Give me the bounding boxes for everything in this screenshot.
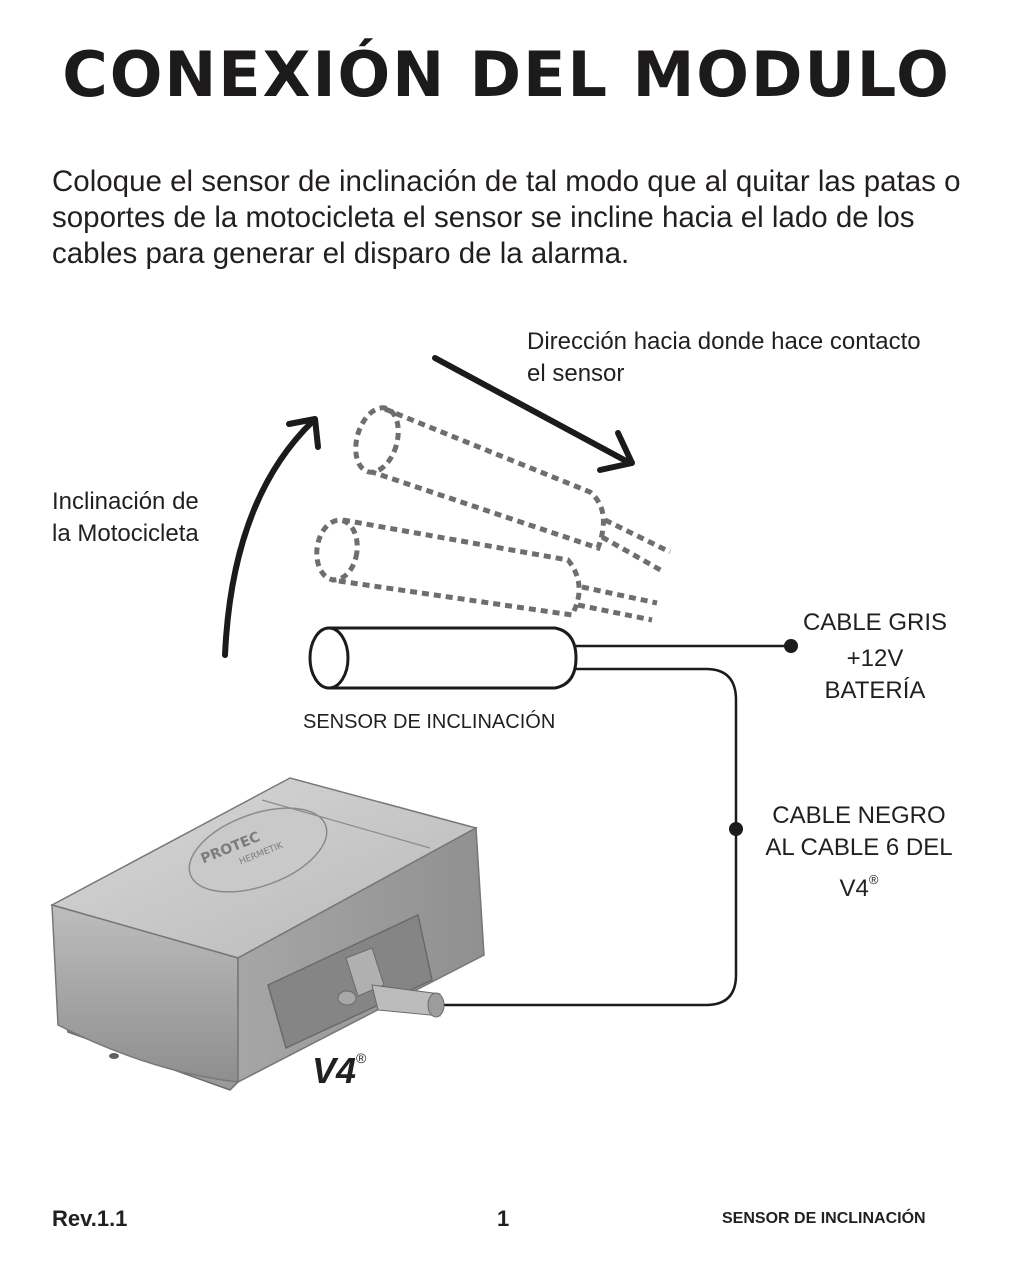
gray-cable-label: CABLE GRIS +12V BATERÍA <box>802 609 948 704</box>
tilt-sensor <box>308 626 578 690</box>
footer-doc-title: SENSOR DE INCLINACIÓN <box>722 1210 926 1227</box>
gray-cable <box>576 639 798 653</box>
sensor-label: SENSOR DE INCLINACIÓN <box>303 711 556 733</box>
page-title: CONEXIÓN DEL MODULO <box>62 38 951 111</box>
tilt-label: Inclinación de la Motocicleta <box>52 488 199 547</box>
v4-module-illustration: PROTEC HERMETIK <box>50 777 485 1091</box>
black-cable-label: CABLE NEGRO AL CABLE 6 DEL V4® <box>765 802 953 902</box>
contact-direction-label: Dirección hacia donde hace contacto el s… <box>527 328 921 387</box>
registered-mark: ® <box>868 872 879 887</box>
footer-page-number: 1 <box>497 1206 510 1231</box>
contact-direction-arrow <box>432 355 635 473</box>
black-cable <box>440 667 743 1007</box>
module-name: V4® <box>312 1050 367 1091</box>
tilted-sensor-upper <box>353 405 672 575</box>
footer-revision: Rev.1.1 <box>52 1206 128 1231</box>
tilt-arrow <box>222 416 321 658</box>
tilted-sensor-lower <box>314 517 658 623</box>
module-registered-mark: ® <box>356 1050 367 1066</box>
intro-paragraph: Coloque el sensor de inclinación de tal … <box>52 165 961 270</box>
